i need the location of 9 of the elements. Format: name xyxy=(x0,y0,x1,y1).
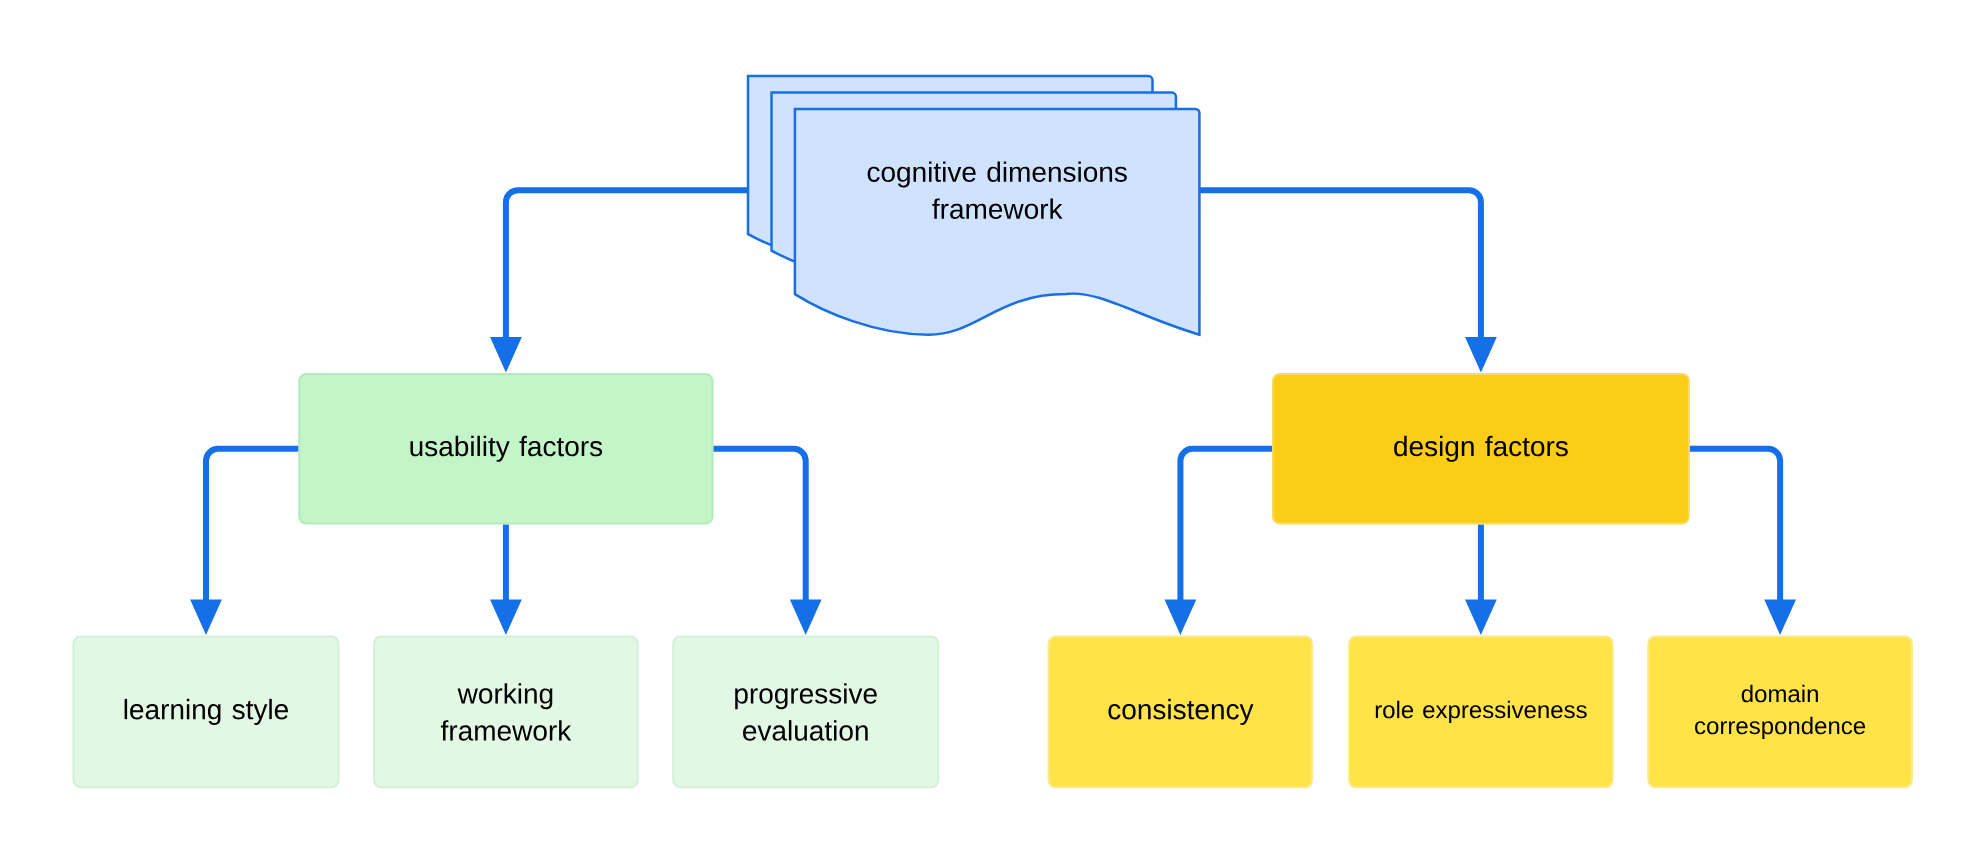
factor-box: role expressiveness xyxy=(1348,635,1614,789)
factor-box: working framework xyxy=(373,635,639,789)
category-box: design factors xyxy=(1271,373,1690,525)
factor-box: consistency xyxy=(1047,635,1314,789)
factor-box: domain correspondence xyxy=(1647,635,1913,789)
factor-box: progressive evaluation xyxy=(672,635,940,789)
document-stack: cognitive dimensions framework xyxy=(746,74,1201,336)
category-box: usability factors xyxy=(298,373,714,525)
factor-box: learning style xyxy=(72,635,340,789)
